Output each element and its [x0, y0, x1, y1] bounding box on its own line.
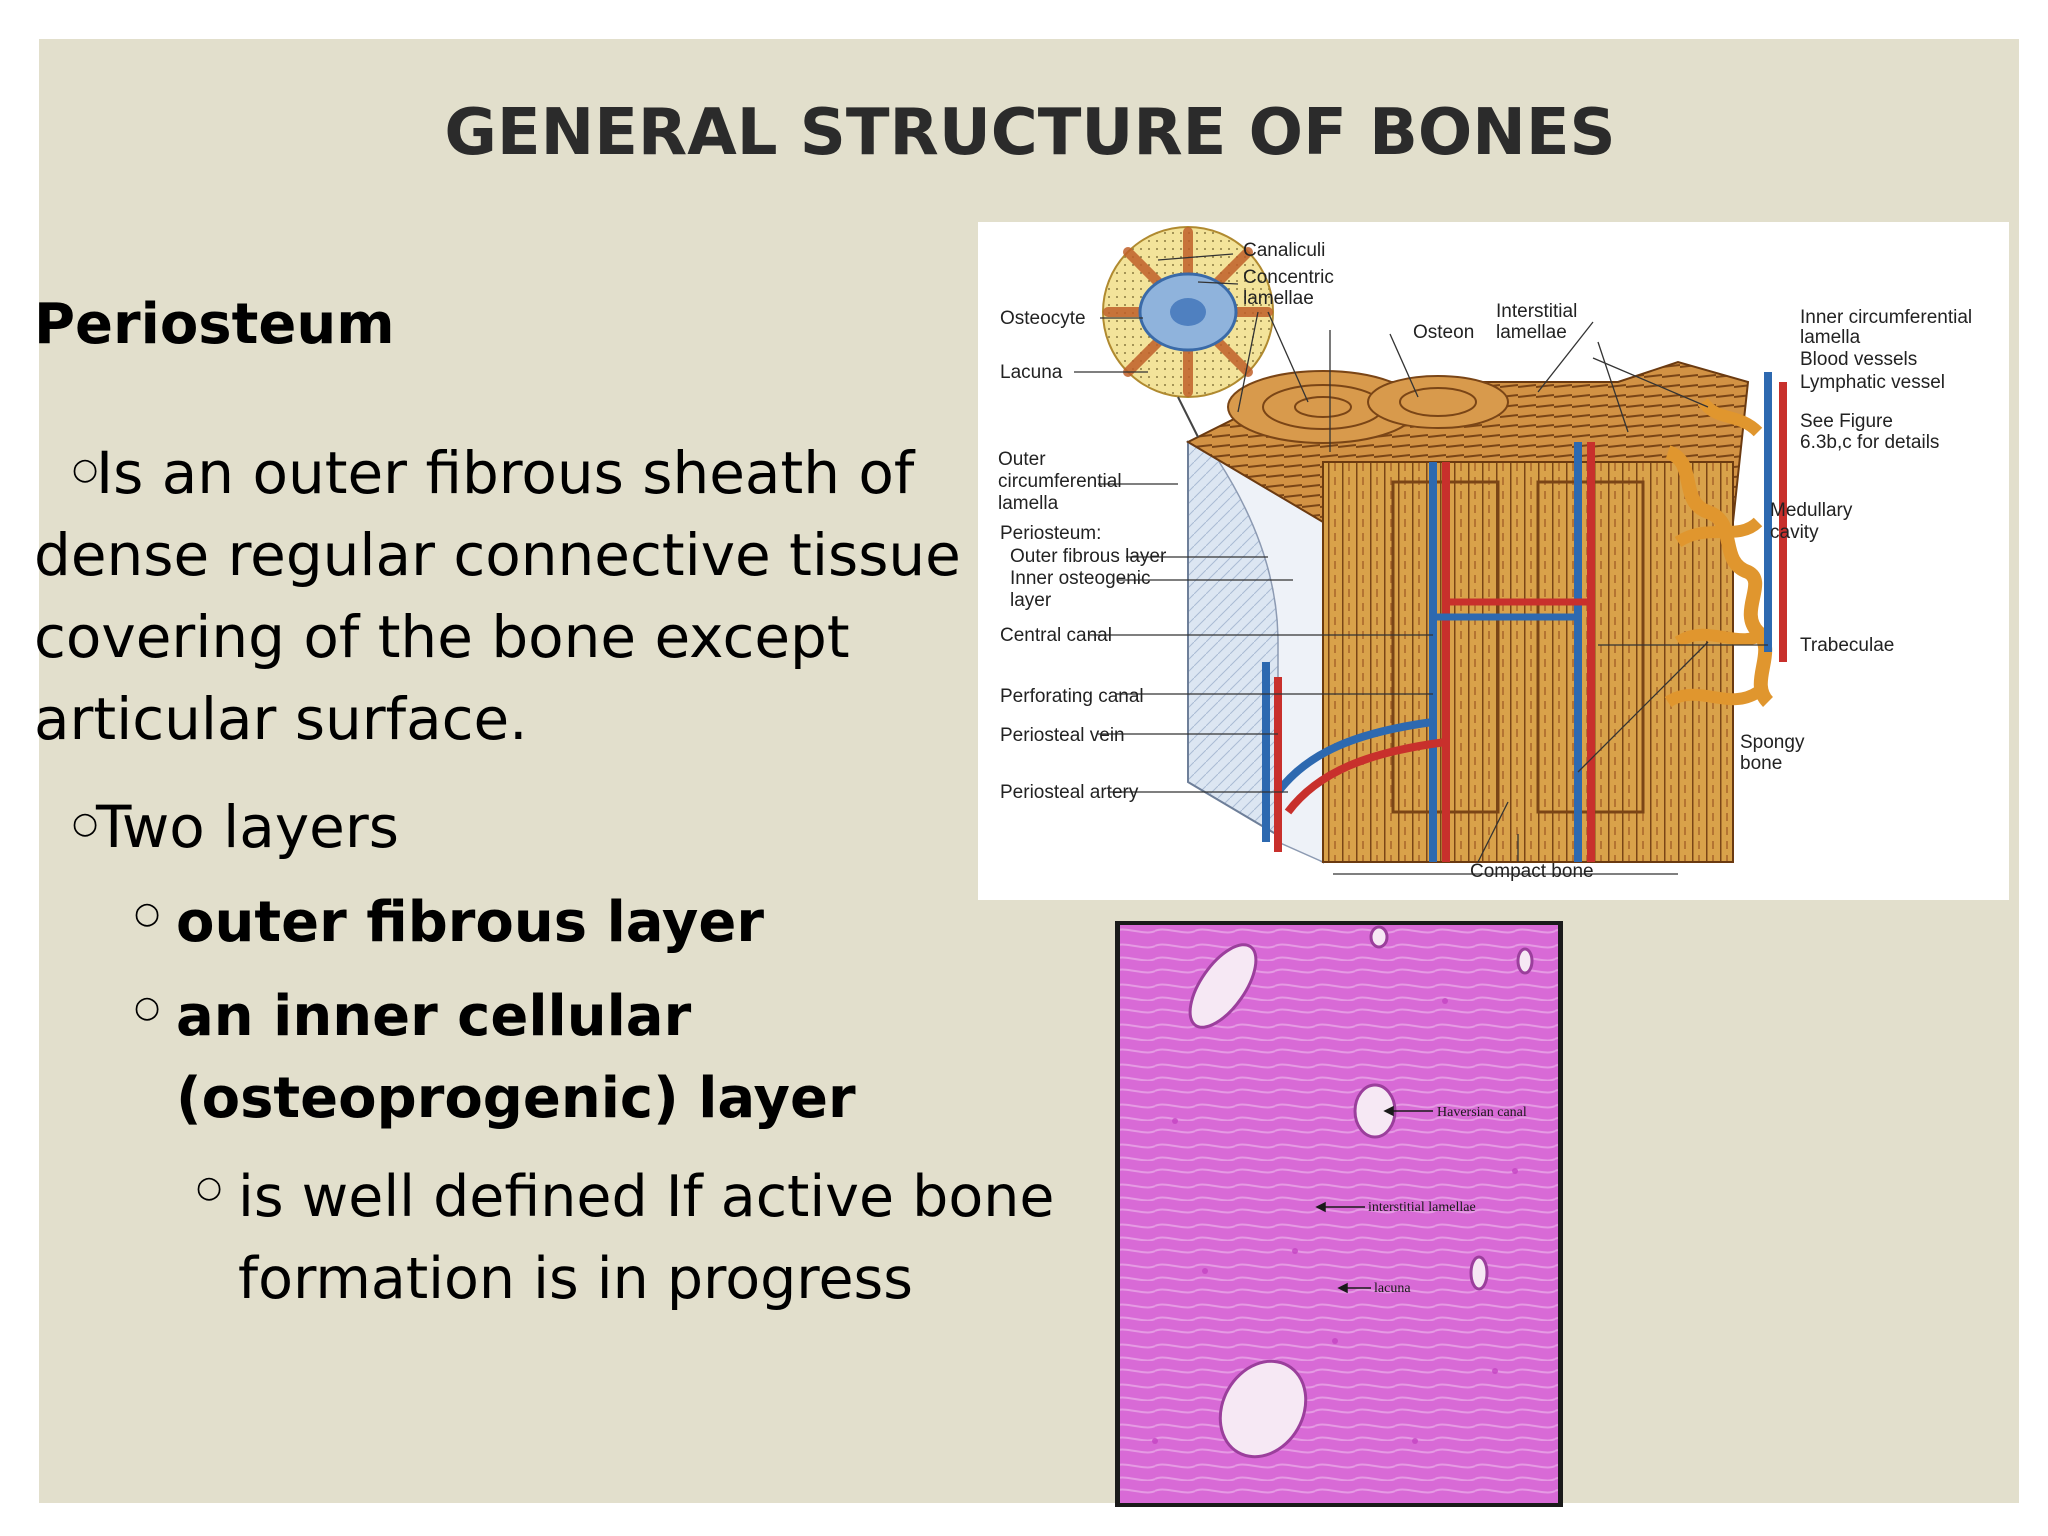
- label-outer-circumferential: lamella: [998, 493, 1059, 514]
- label-interstitial-lamellae: interstitial lamellae: [1368, 1200, 1476, 1215]
- slide-title: GENERAL STRUCTURE OF BONES: [444, 96, 1616, 170]
- label-inner-osteogenic: Inner osteogenic: [1010, 568, 1151, 589]
- compact-bone-face: [1322, 461, 1734, 863]
- label-lacuna: lacuna: [1374, 1281, 1411, 1296]
- sub-bullet-circle-icon: ○: [134, 896, 161, 931]
- label-medullary-cavity: cavity: [1770, 522, 1819, 543]
- bone-diagram-svg: Canaliculi Concentric lamellae Osteocyte…: [998, 226, 1972, 882]
- bone-tissue-background: [1120, 925, 1558, 1503]
- label-see-figure: 6.3b,c for details: [1800, 432, 1939, 453]
- bullet-circle-icon: ○: [72, 806, 99, 841]
- periosteal-vein-shape: [1274, 718, 1434, 795]
- label-medullary-cavity: Medullary: [1770, 500, 1853, 521]
- subsub-bullet-line: is well defined If active bone: [238, 1164, 1055, 1230]
- bone-structure-diagram: Canaliculi Concentric lamellae Osteocyte…: [978, 222, 2009, 900]
- label-see-figure: See Figure: [1800, 411, 1893, 432]
- bullet-line: Is an outer fibrous sheath of: [96, 439, 915, 507]
- sub-bullet-line: (osteoprogenic) layer: [176, 1066, 856, 1131]
- label-canaliculi: Canaliculi: [1243, 240, 1325, 261]
- label-periosteum: Periosteum:: [1000, 523, 1101, 544]
- label-spongy-bone: bone: [1740, 753, 1782, 774]
- label-trabeculae: Trabeculae: [1800, 635, 1894, 656]
- label-concentric: Concentric: [1243, 267, 1334, 288]
- label-osteocyte: Osteocyte: [1000, 308, 1086, 329]
- haversian-canals: [1188, 925, 1534, 1459]
- label-haversian-canal: Haversian canal: [1437, 1105, 1527, 1120]
- label-periosteal-artery: Periosteal artery: [1000, 782, 1139, 803]
- label-inner-circumferential: Inner circumferential: [1800, 307, 1972, 328]
- label-central-canal: Central canal: [1000, 625, 1112, 646]
- label-lacuna: Lacuna: [1000, 362, 1063, 383]
- label-osteon: Osteon: [1413, 322, 1474, 343]
- subsub-bullet-circle-icon: ○: [196, 1170, 223, 1205]
- label-compact-bone: Compact bone: [1470, 861, 1594, 882]
- bullet-circle-icon: ○: [72, 452, 99, 487]
- sub-bullet-circle-icon: ○: [134, 990, 161, 1025]
- label-interstitial: Interstitial: [1496, 301, 1577, 322]
- micrograph-svg: Haversian canal interstitial lamellae la…: [1120, 925, 1558, 1503]
- label-outer-fibrous-layer: Outer fibrous layer: [1010, 546, 1167, 567]
- bullet-line: covering of the bone except: [34, 603, 850, 671]
- label-outer-circumferential: circumferential: [998, 471, 1122, 492]
- label-outer-circumferential: Outer: [998, 449, 1046, 470]
- label-inner-circumferential: lamella: [1800, 327, 1861, 348]
- label-periosteal-vein: Periosteal vein: [1000, 725, 1125, 746]
- sub-bullet-line: outer fibrous layer: [176, 890, 764, 955]
- label-inner-osteogenic: layer: [1010, 590, 1052, 611]
- label-concentric: lamellae: [1243, 288, 1314, 309]
- label-lymphatic-vessel: Lymphatic vessel: [1800, 372, 1945, 393]
- periosteum-heading: Periosteum: [34, 292, 395, 357]
- bullet-line: dense regular connective tissue: [34, 521, 961, 589]
- bullet-line: articular surface.: [34, 685, 528, 753]
- bullet-line: Two layers: [96, 793, 399, 861]
- label-spongy-bone: Spongy: [1740, 732, 1805, 753]
- histology-micrograph: Haversian canal interstitial lamellae la…: [1115, 921, 1563, 1507]
- subsub-bullet-line: formation is in progress: [238, 1246, 913, 1312]
- label-interstitial: lamellae: [1496, 322, 1567, 343]
- label-blood-vessels: Blood vessels: [1800, 349, 1917, 370]
- label-perforating-canal: Perforating canal: [1000, 686, 1144, 707]
- periosteal-artery-shape: [1284, 738, 1447, 815]
- sub-bullet-line: an inner cellular: [176, 984, 692, 1049]
